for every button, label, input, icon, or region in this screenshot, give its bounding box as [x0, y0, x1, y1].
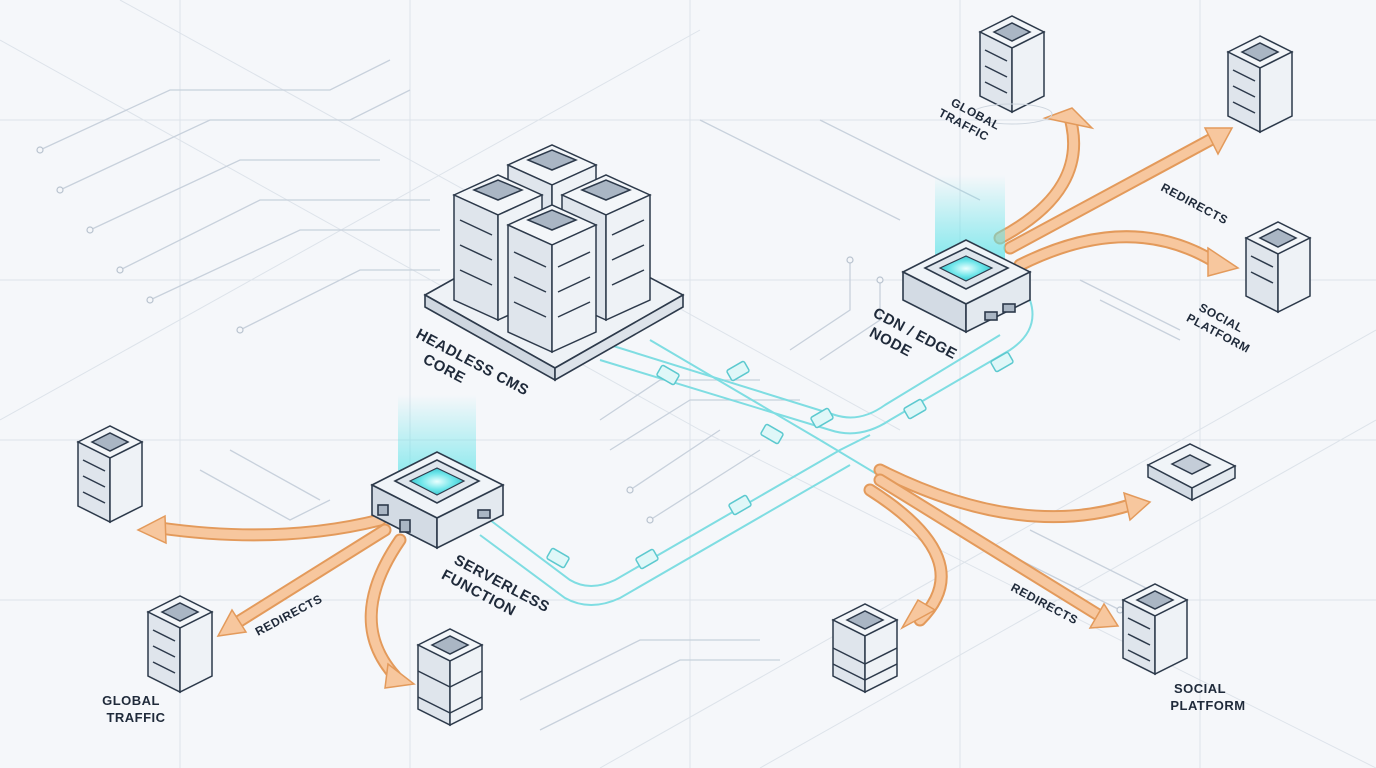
- social-platform-right-label: SOCIAL PLATFORM: [1184, 297, 1259, 355]
- global-traffic-left-label: GLOBAL TRAFFIC: [102, 693, 166, 725]
- server-icon: [1226, 35, 1294, 134]
- server-icon: [146, 595, 214, 694]
- social-platform-bottom-label: SOCIAL PLATFORM: [1170, 681, 1245, 713]
- flow-arrow-icon: [873, 473, 1120, 629]
- serverless-function-node: [370, 395, 505, 550]
- flow-arrow-icon: [1003, 127, 1234, 255]
- flow-arrow-icon: [863, 483, 948, 630]
- cdn-edge-node: [901, 175, 1032, 334]
- cyan-connectors: [546, 351, 1014, 570]
- flow-arrow-icon: [873, 463, 1152, 524]
- flow-arrow-icon: [1013, 230, 1240, 277]
- flow-arrow-icon: [136, 513, 387, 545]
- flow-arrow-icon: [216, 523, 392, 637]
- cyan-data-channels: [479, 299, 1034, 606]
- server-cluster-icon: [452, 144, 652, 354]
- labels: HEADLESS CMS CORE CDN / EDGE NODE SERVER…: [102, 95, 1259, 725]
- server-icon: [76, 425, 144, 524]
- server-icon: [831, 603, 899, 694]
- router-icon: [1146, 443, 1237, 502]
- flow-arrow-icon: [993, 107, 1095, 245]
- headless-cms-cluster: [423, 144, 685, 382]
- server-icon: [971, 15, 1053, 125]
- serverless-label: SERVERLESS FUNCTION: [439, 550, 557, 635]
- server-icon: [1244, 221, 1312, 314]
- flow-arrow-icon: [364, 533, 416, 689]
- server-icon: [1121, 583, 1189, 676]
- server-icon: [416, 628, 484, 727]
- redirects-top-label: REDIRECTS: [1159, 180, 1231, 227]
- serverless-node-icon: [370, 451, 505, 550]
- flow-arrows: [136, 107, 1240, 689]
- edge-node-icon: [901, 239, 1032, 334]
